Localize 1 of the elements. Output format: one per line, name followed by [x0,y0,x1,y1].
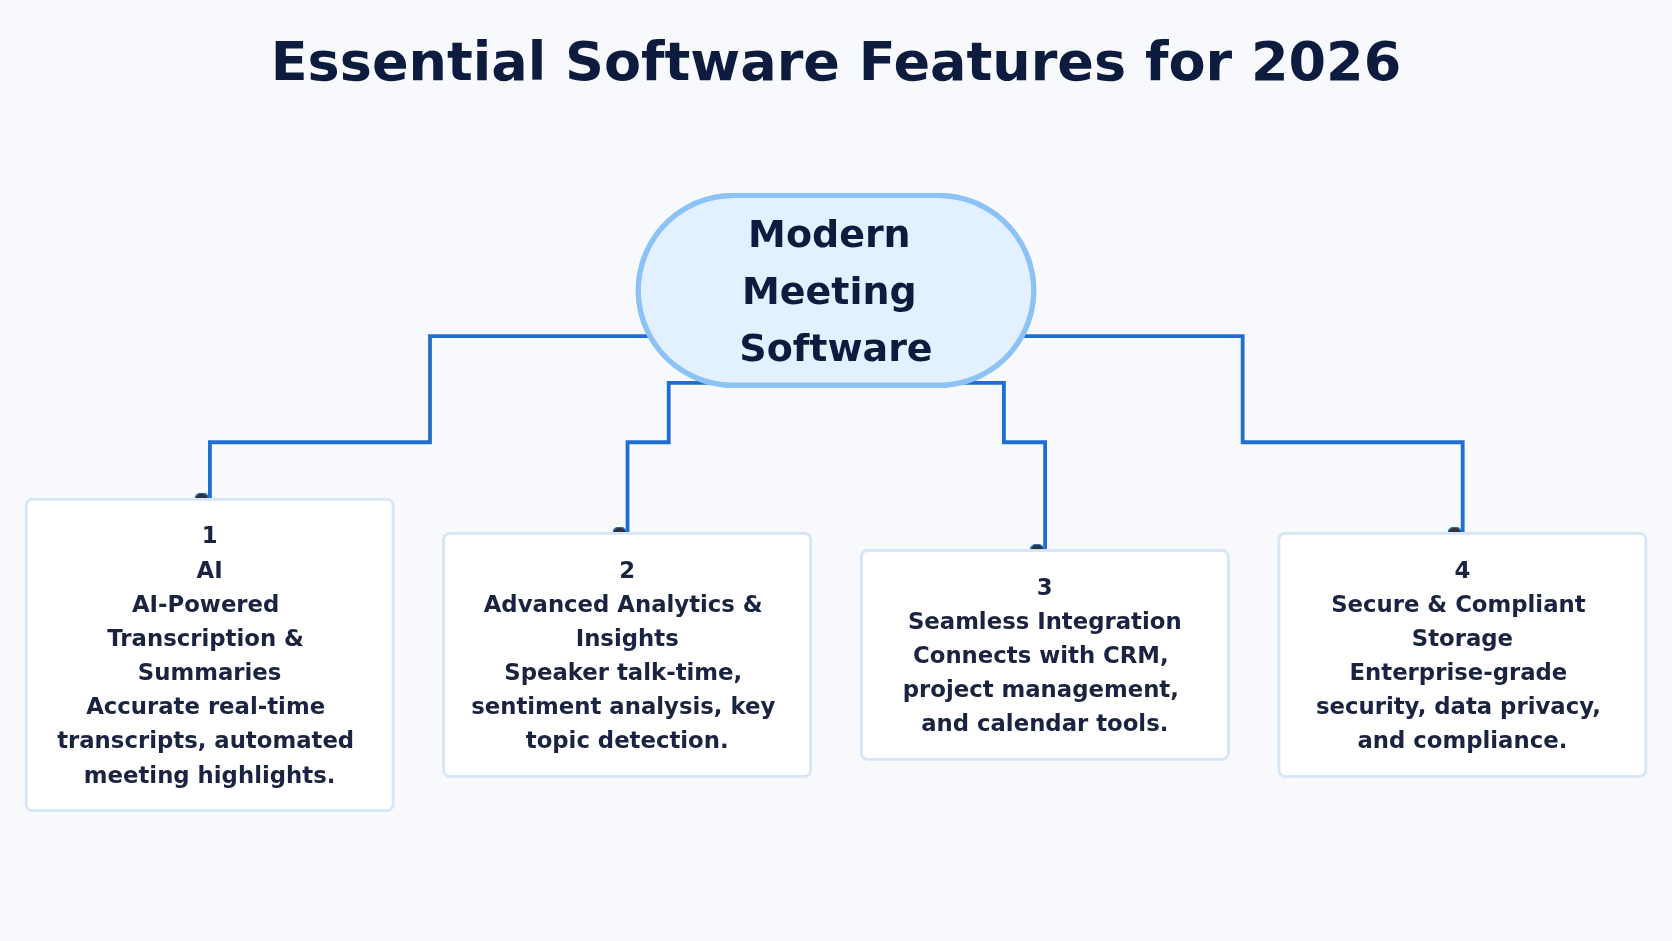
title: Essential Software Features for 2026 [270,30,1402,93]
